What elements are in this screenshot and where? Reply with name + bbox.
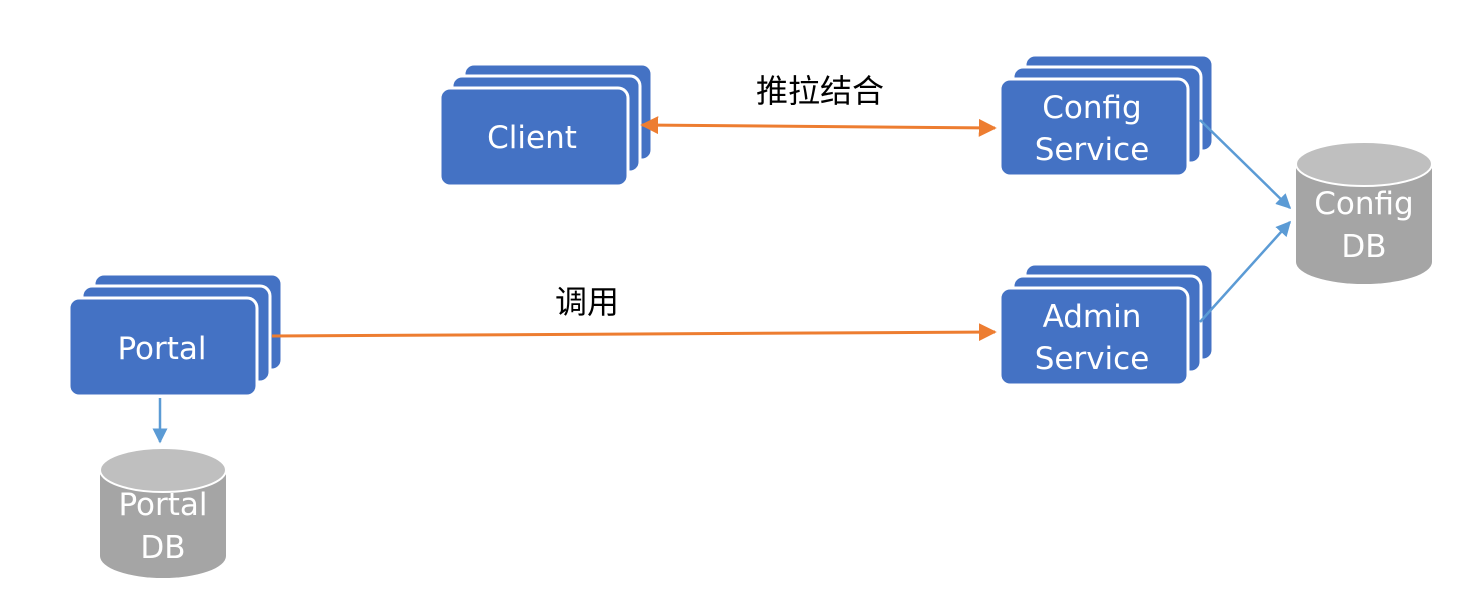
admin-service-node: Admin Service bbox=[998, 262, 1215, 387]
portal-db-label-line2: DB bbox=[140, 530, 185, 566]
config-db-node: Config DB bbox=[1295, 141, 1433, 284]
config-service-node: Config Service bbox=[998, 53, 1215, 178]
edge-label-push-pull: 推拉结合 bbox=[756, 72, 884, 110]
config-service-label-line2: Service bbox=[1035, 132, 1150, 168]
edge-admin-service-config-db bbox=[1199, 220, 1292, 323]
call-arrow bbox=[271, 323, 997, 342]
edge-config-service-config-db bbox=[1199, 119, 1292, 210]
portal-label: Portal bbox=[117, 331, 206, 367]
edge-portal-admin-service: 调用 bbox=[271, 283, 997, 342]
client-label: Client bbox=[487, 120, 577, 156]
config-db-label-line2: DB bbox=[1341, 229, 1386, 265]
edge-client-config-service: 推拉结合 bbox=[640, 72, 997, 137]
admin-service-label-line2: Service bbox=[1035, 341, 1150, 377]
portal-db-node: Portal DB bbox=[99, 447, 227, 578]
admin-service-label-line1: Admin bbox=[1043, 299, 1142, 335]
client-node: Client bbox=[438, 62, 654, 188]
config-db-label-line1: Config bbox=[1314, 186, 1413, 222]
bidirectional-arrow bbox=[640, 116, 997, 137]
config-service-label-line1: Config bbox=[1042, 90, 1141, 126]
portal-db-label-line1: Portal bbox=[118, 487, 207, 523]
edge-label-call: 调用 bbox=[555, 283, 619, 321]
portal-node: Portal bbox=[67, 272, 284, 398]
